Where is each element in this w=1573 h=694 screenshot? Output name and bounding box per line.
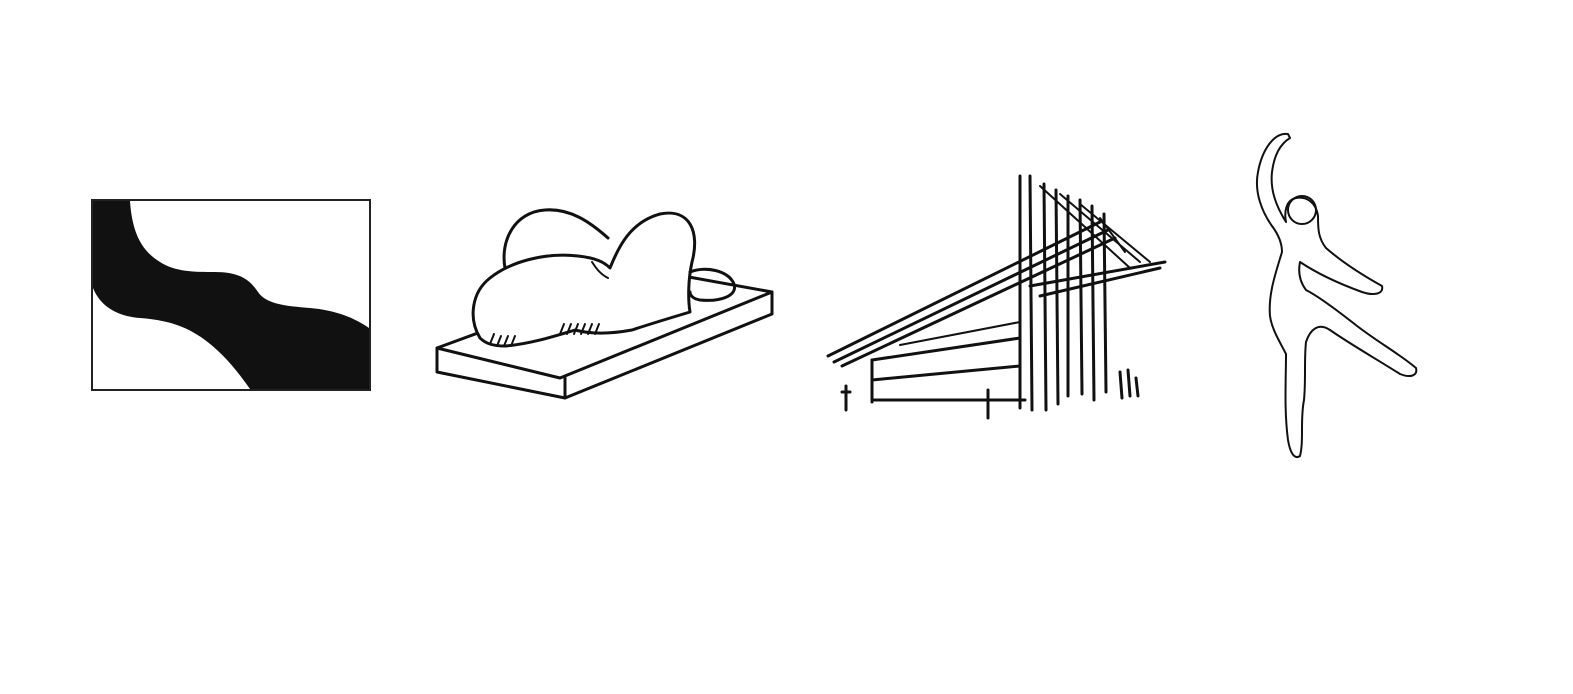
brace-4 <box>1099 217 1126 253</box>
brace-2 <box>1059 193 1141 263</box>
reclining-sculpture-icon <box>435 208 774 400</box>
river-landscape-icon <box>91 199 371 391</box>
sculpture-base-hatching <box>489 323 600 347</box>
dancer-silhouette-icon <box>1256 132 1418 458</box>
sculpture-back-lobe <box>502 208 610 270</box>
wall-line-2 <box>870 364 1022 382</box>
sculpture-foot <box>688 267 736 302</box>
dancer-outline <box>1256 132 1418 458</box>
post-4 <box>1054 188 1060 406</box>
sculpture-crease <box>591 261 609 279</box>
post-3 <box>1042 182 1048 412</box>
roof-beam-5 <box>1038 266 1162 298</box>
dancer-head <box>1287 195 1317 225</box>
roof-beam-4 <box>1028 260 1167 288</box>
ground-mark-3 <box>1118 368 1140 400</box>
brace-1 <box>1039 185 1131 269</box>
wall-line-4 <box>899 321 1021 346</box>
roof-beam-1 <box>826 220 1102 358</box>
roof-beam-3 <box>840 236 1117 368</box>
ground-mark-1 <box>840 384 852 412</box>
landscape-river-band <box>93 201 369 389</box>
timber-frame-building-icon <box>826 174 1167 420</box>
post-2 <box>1028 174 1034 412</box>
post-6 <box>1078 198 1084 396</box>
brace-3 <box>1079 203 1151 263</box>
post-8 <box>1102 212 1108 394</box>
post-7 <box>1090 204 1096 402</box>
wall-line-1 <box>870 336 1022 362</box>
plinth-side <box>563 290 774 400</box>
plinth-front <box>435 346 567 400</box>
roof-beam-2 <box>832 228 1110 364</box>
